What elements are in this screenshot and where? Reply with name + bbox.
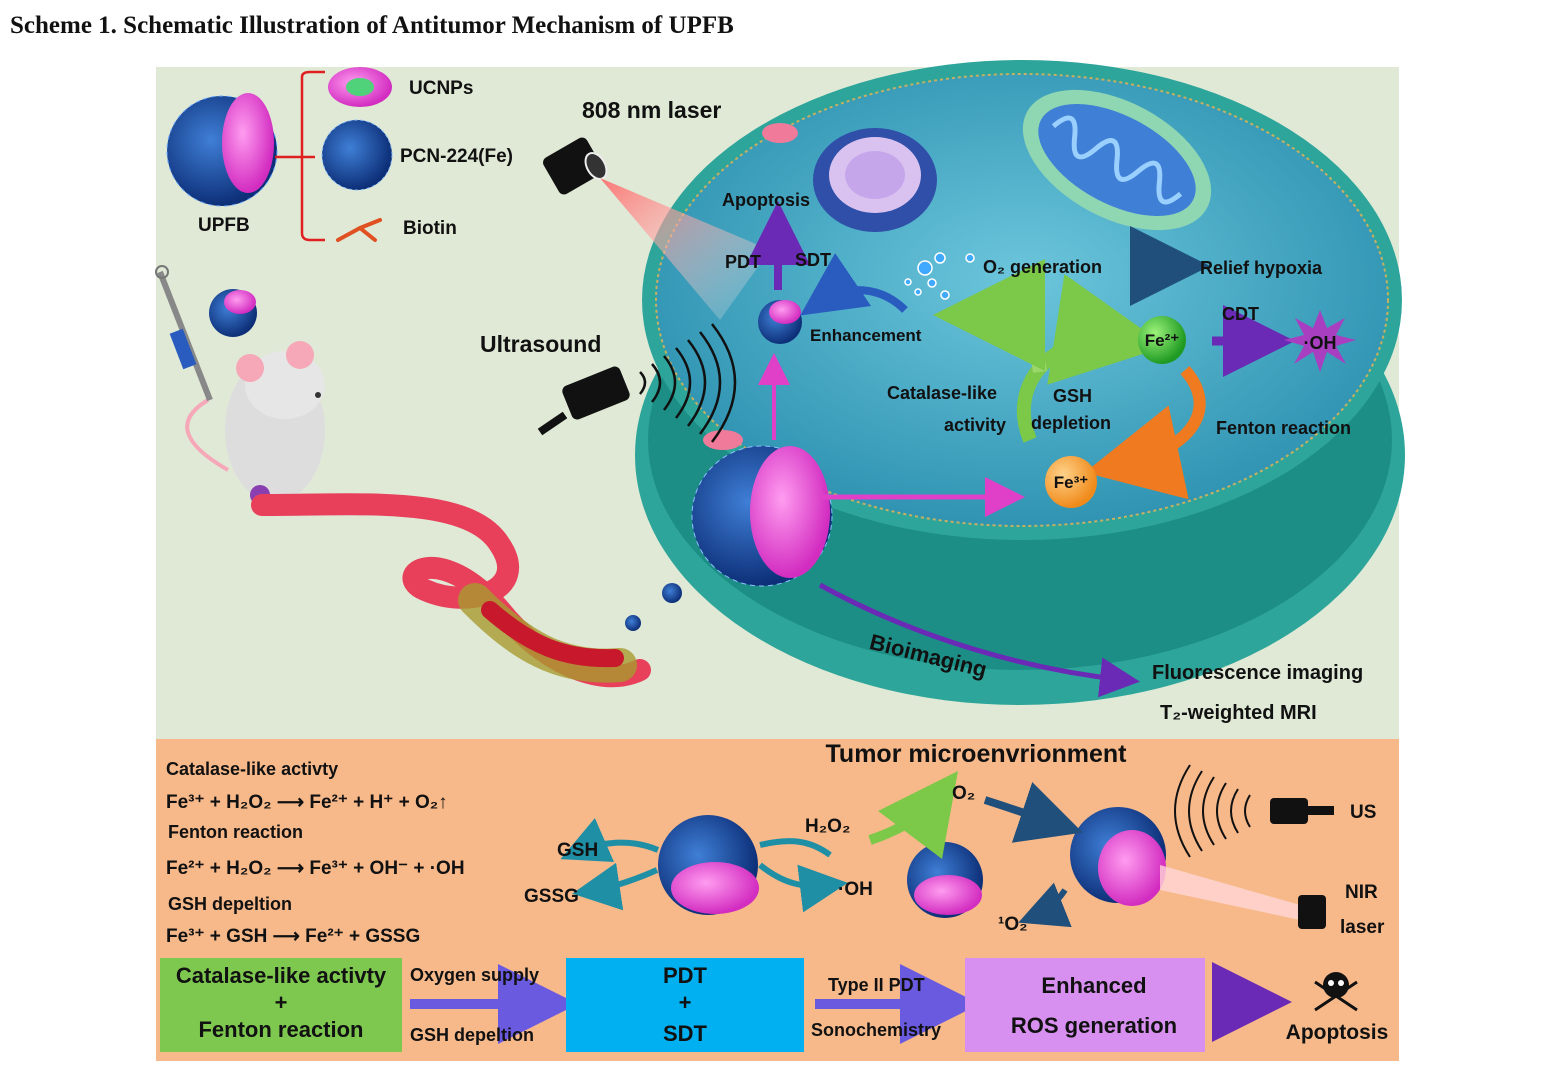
mouse-illustration <box>185 341 325 505</box>
pdt-sdt-box-line3: SDT <box>663 1021 708 1046</box>
upfb-label: UPFB <box>198 215 250 236</box>
us-label: US <box>1350 802 1376 823</box>
fenton-equation: Fe²⁺ + H₂O₂ ⟶ Fe³⁺ + OH⁻ + ·OH <box>166 858 465 879</box>
catalase-arrow <box>933 259 1047 374</box>
fe3-ion <box>1045 456 1097 508</box>
tme-title: Tumor microenvrionment <box>826 740 1128 768</box>
pdt-sdt-box-line1: PDT <box>663 963 708 988</box>
nir-laser-label: laser <box>1340 917 1385 938</box>
sonochemistry-label: Sonochemistry <box>811 1020 941 1040</box>
biotin-icon <box>336 218 382 242</box>
bioimaging-arrow <box>818 582 1140 698</box>
final-apoptosis-label: Apoptosis <box>1286 1021 1389 1044</box>
small-upfb-particle <box>209 289 257 337</box>
mitochondrion <box>1022 89 1212 231</box>
bottom-oh-label: ·OH <box>838 879 873 900</box>
upfb-particle-large <box>691 445 833 587</box>
tme-particle-2 <box>907 842 983 918</box>
catalase-fenton-box-line1: Catalase-like activty <box>176 963 387 988</box>
fluorescence-label: Fluorescence imaging <box>1152 662 1363 684</box>
enhancement-label: Enhancement <box>810 326 922 345</box>
pcn-icon <box>322 120 392 190</box>
fe2-ion <box>1138 316 1186 364</box>
o2-to-particle-arrow <box>983 781 1083 843</box>
biotin-label: Biotin <box>403 218 457 239</box>
hydroxyl-radical-icon <box>1284 310 1356 372</box>
upfb-particle-icon <box>166 93 278 207</box>
oh-arrow <box>758 862 848 913</box>
laser-label: 808 nm laser <box>582 97 721 123</box>
gsh-equation-title: GSH depeltion <box>168 894 292 914</box>
pcn-label: PCN-224(Fe) <box>400 146 513 167</box>
singlet-o2-arrow <box>1018 882 1072 928</box>
o2-generation-label: O₂ generation <box>983 257 1102 277</box>
oxygen-supply-label: Oxygen supply <box>410 965 539 985</box>
nir-laser-icon <box>1160 865 1326 929</box>
gsh-depletion-flow-label: GSH depeltion <box>410 1025 534 1045</box>
oh-label: ·OH <box>1304 333 1337 353</box>
laser-device-icon <box>543 137 770 320</box>
gsh-label-line1: GSH <box>1053 386 1092 406</box>
gssg-arrow <box>572 862 659 911</box>
upfb-particle-enhancement <box>758 300 802 344</box>
catalase-equation: Fe³⁺ + H₂O₂ ⟶ Fe²⁺ + H⁺ + O₂↑ <box>166 792 448 813</box>
o2-arrow <box>868 771 959 860</box>
syringe-icon <box>155 265 213 402</box>
fenton-label: Fenton reaction <box>1216 418 1351 438</box>
cdt-label: CDT <box>1222 304 1259 324</box>
skull-icon <box>1314 972 1358 1012</box>
ros-box-line2: ROS generation <box>1011 1013 1177 1038</box>
us-device-icon <box>1174 764 1334 858</box>
singlet-o2-label: ¹O₂ <box>998 914 1028 935</box>
ucnps-core <box>346 78 374 96</box>
ultrasound-device-icon <box>537 323 737 443</box>
fe2-label: Fe²⁺ <box>1145 331 1180 350</box>
gsh-arrow <box>560 818 660 863</box>
tme-particle-3 <box>1070 807 1166 906</box>
fe3-label: Fe³⁺ <box>1054 473 1089 492</box>
fenton-arrow <box>1084 366 1206 500</box>
pdt-label: PDT <box>725 252 761 272</box>
catalase-label-line1: Catalase-like <box>887 383 997 403</box>
membrane-protein <box>762 123 798 143</box>
gssg-label: GSSG <box>524 886 579 907</box>
circulating-particles <box>625 583 682 631</box>
gsh-equation: Fe³⁺ + GSH ⟶ Fe²⁺ + GSSG <box>166 926 420 947</box>
catalase-fenton-box-line3: Fenton reaction <box>198 1017 363 1042</box>
h2o2-label: H₂O₂ <box>805 816 850 837</box>
catalase-equation-title: Catalase-like activty <box>166 759 338 779</box>
relief-hypoxia-label: Relief hypoxia <box>1200 258 1323 278</box>
catalase-fenton-box <box>160 958 402 1052</box>
scheme-caption: Scheme 1. Schematic Illustration of Anti… <box>10 12 734 39</box>
ucnps-label: UCNPs <box>409 78 473 99</box>
ultrasound-label: Ultrasound <box>480 331 601 357</box>
gsh-label-line2: depletion <box>1031 413 1111 433</box>
enhancement-arrow <box>800 253 908 316</box>
upfb-legend: UPFB UCNPs PCN-224(Fe) Biotin <box>166 67 513 242</box>
o2-label: O₂ <box>952 783 975 804</box>
fenton-equation-title: Fenton reaction <box>168 822 303 842</box>
ros-box-line1: Enhanced <box>1041 973 1146 998</box>
tumor-cell <box>635 60 1405 705</box>
mri-label: T₂-weighted MRI <box>1160 702 1317 724</box>
sdt-label: SDT <box>795 250 831 270</box>
blood-vessel <box>251 493 651 688</box>
type-ii-pdt-label: Type II PDT <box>828 975 925 995</box>
ros-box <box>965 958 1205 1052</box>
gsh-label: GSH <box>557 840 598 861</box>
pdt-sdt-box <box>566 958 804 1052</box>
catalase-fenton-box-line2: + <box>275 990 288 1015</box>
catalase-label-line2: activity <box>944 415 1006 435</box>
h2o2-arrow <box>759 838 832 858</box>
membrane-protein <box>703 430 743 450</box>
legend-bracket <box>275 70 325 242</box>
pdt-sdt-box-line2: + <box>679 990 692 1015</box>
nucleus <box>813 128 937 232</box>
tme-particle-1 <box>658 815 759 915</box>
nir-label: NIR <box>1345 882 1378 903</box>
apoptosis-label: Apoptosis <box>722 190 810 210</box>
